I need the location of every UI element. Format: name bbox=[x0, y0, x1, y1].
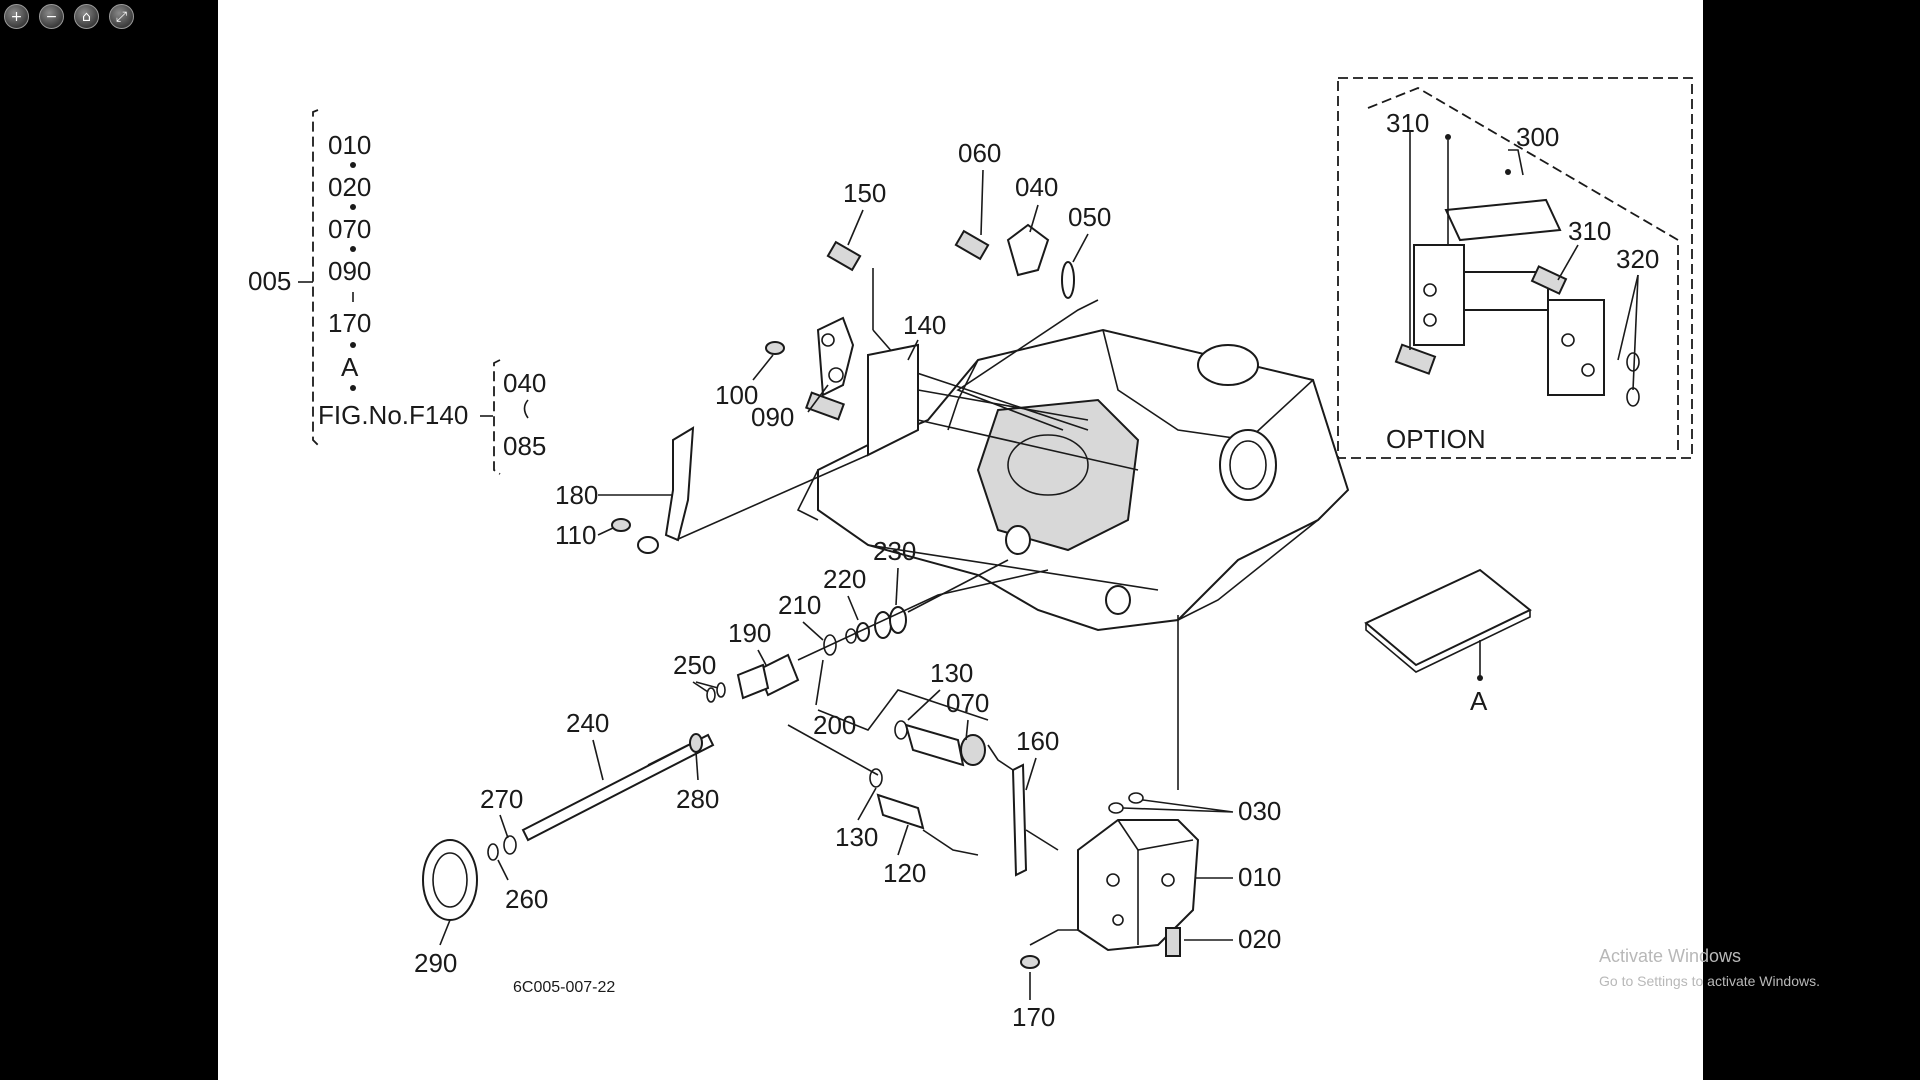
label-090: 090 bbox=[751, 402, 794, 432]
owners-manual: A bbox=[1364, 568, 1532, 716]
label-320: 320 bbox=[1616, 244, 1659, 274]
activation-watermark-subtitle: Go to Settings to activate Windows. bbox=[1599, 973, 1820, 989]
label-040: 040 bbox=[1015, 172, 1058, 202]
label-190: 190 bbox=[728, 618, 771, 648]
label-020: 020 bbox=[1238, 924, 1281, 954]
label-070: 070 bbox=[946, 688, 989, 718]
label-300: 300 bbox=[1516, 122, 1559, 152]
label-280: 280 bbox=[676, 784, 719, 814]
parts-diagram: 010 020 070 090 170 A FIG.No.F140 005 04… bbox=[248, 77, 1693, 1032]
label-170: 170 bbox=[1012, 1002, 1055, 1032]
zoom-out-button[interactable]: − bbox=[39, 4, 64, 29]
label-220: 220 bbox=[823, 564, 866, 594]
label-060: 060 bbox=[958, 138, 1001, 168]
label-030: 030 bbox=[1238, 796, 1281, 826]
label-160: 160 bbox=[1016, 726, 1059, 756]
label-130-lower: 130 bbox=[835, 822, 878, 852]
label-200: 200 bbox=[813, 710, 856, 740]
label-120: 120 bbox=[883, 858, 926, 888]
group-item-a: A bbox=[341, 352, 359, 382]
group-label-005: 005 bbox=[248, 266, 291, 296]
label-010: 010 bbox=[1238, 862, 1281, 892]
spool-valve-parts: 230 220 210 190 250 200 240 280 270 260 … bbox=[414, 536, 1049, 996]
left-group-callout: 010 020 070 090 170 A FIG.No.F140 005 04… bbox=[248, 109, 546, 475]
option-box: 310 300 310 320 OPTION bbox=[1337, 77, 1693, 459]
label-230: 230 bbox=[873, 536, 916, 566]
book-label-a: A bbox=[1470, 686, 1488, 716]
label-130-upper: 130 bbox=[930, 658, 973, 688]
label-260: 260 bbox=[505, 884, 548, 914]
label-210: 210 bbox=[778, 590, 821, 620]
viewer-toolbar: + − ⌂ ⤢ bbox=[4, 4, 134, 29]
label-250: 250 bbox=[673, 650, 716, 680]
label-050: 050 bbox=[1068, 202, 1111, 232]
label-150: 150 bbox=[843, 178, 886, 208]
lever-assembly: 150 060 040 050 140 100 090 180 110 bbox=[555, 138, 1111, 554]
label-310-mid: 310 bbox=[1568, 216, 1611, 246]
label-140: 140 bbox=[903, 310, 946, 340]
fig-reference: FIG.No.F140 bbox=[318, 400, 468, 430]
label-310-top: 310 bbox=[1386, 108, 1429, 138]
footer-code: 6C005-007-22 bbox=[513, 979, 615, 996]
label-270: 270 bbox=[480, 784, 523, 814]
hydraulic-housing bbox=[796, 328, 1350, 632]
group-item-170: 170 bbox=[328, 308, 371, 338]
sub-group-085: 085 bbox=[503, 431, 546, 461]
option-label: OPTION bbox=[1386, 424, 1486, 454]
fit-screen-button[interactable]: ⤢ bbox=[109, 4, 134, 29]
group-item-010: 010 bbox=[328, 130, 371, 160]
valve-body-parts: 130 070 160 130 120 030 010 020 170 bbox=[787, 615, 1281, 1032]
group-item-090: 090 bbox=[328, 256, 371, 286]
sub-group-040: 040 bbox=[503, 368, 546, 398]
group-item-070: 070 bbox=[328, 214, 371, 244]
label-240: 240 bbox=[566, 708, 609, 738]
label-180: 180 bbox=[555, 480, 598, 510]
label-290: 290 bbox=[414, 948, 457, 978]
parts-diagram-canvas[interactable]: 010 020 070 090 170 A FIG.No.F140 005 04… bbox=[218, 0, 1703, 1080]
label-100: 100 bbox=[715, 380, 758, 410]
home-button[interactable]: ⌂ bbox=[74, 4, 99, 29]
label-110: 110 bbox=[555, 520, 596, 550]
group-item-020: 020 bbox=[328, 172, 371, 202]
zoom-in-button[interactable]: + bbox=[4, 4, 29, 29]
activation-watermark-title: Activate Windows bbox=[1599, 946, 1742, 966]
